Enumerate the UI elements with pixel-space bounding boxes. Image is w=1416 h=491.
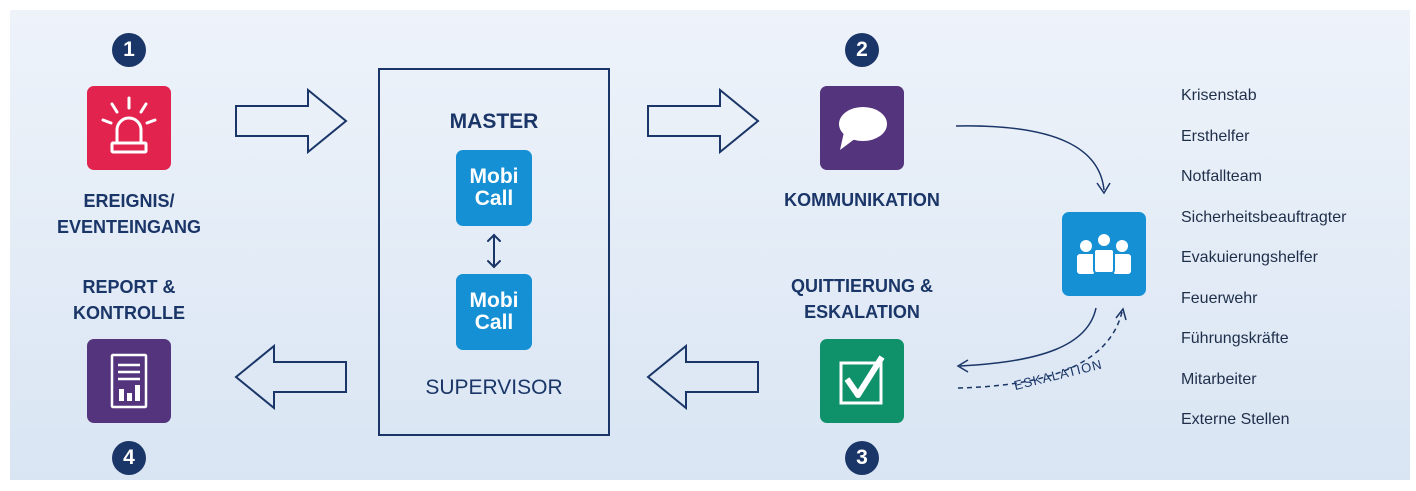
- flow-connectors: [955, 125, 1127, 389]
- group-item: Führungskräfte: [1181, 330, 1289, 347]
- step-3-label: QUITTIERUNG & ESKALATION: [791, 276, 933, 322]
- group-item: Notfallteam: [1181, 168, 1262, 185]
- step-number-1: 1: [112, 33, 146, 67]
- report-icon: [87, 339, 171, 423]
- step-1-label: EREIGNIS/ EVENTEINGANG: [56, 191, 202, 237]
- step-4-label: REPORT & KONTROLLE: [73, 277, 185, 323]
- group-item: Feuerwehr: [1181, 289, 1258, 307]
- group-item: Externe Stellen: [1181, 411, 1290, 428]
- arrow-left-3: [646, 344, 759, 410]
- chat-bubble-icon: [820, 86, 904, 170]
- background-panel: [10, 10, 1410, 480]
- master-supervisor-box: [378, 68, 610, 436]
- arrow-left-4: [234, 344, 347, 410]
- step-2-label: KOMMUNIKATION: [784, 190, 940, 210]
- checkbox-icon: [820, 339, 904, 423]
- supervisor-label: SUPERVISOR: [425, 376, 563, 399]
- group-item: Evakuierungshelfer: [1181, 249, 1318, 266]
- group-item: Mitarbeiter: [1181, 370, 1257, 388]
- step-number-4: 4: [112, 441, 146, 475]
- arrow-right-1: [235, 88, 348, 154]
- step-number-2: 2: [845, 33, 879, 67]
- master-label: MASTER: [449, 110, 539, 133]
- bidirectional-arrow-icon: [487, 233, 501, 269]
- group-item: Ersthelfer: [1181, 127, 1250, 145]
- arrow-right-2: [647, 88, 760, 154]
- group-item: Krisenstab: [1181, 87, 1257, 104]
- siren-icon: [87, 86, 171, 170]
- step-number-3: 3: [845, 441, 879, 475]
- team-icon: [1062, 212, 1146, 296]
- group-item: Sicherheitsbeauftragter: [1181, 208, 1347, 226]
